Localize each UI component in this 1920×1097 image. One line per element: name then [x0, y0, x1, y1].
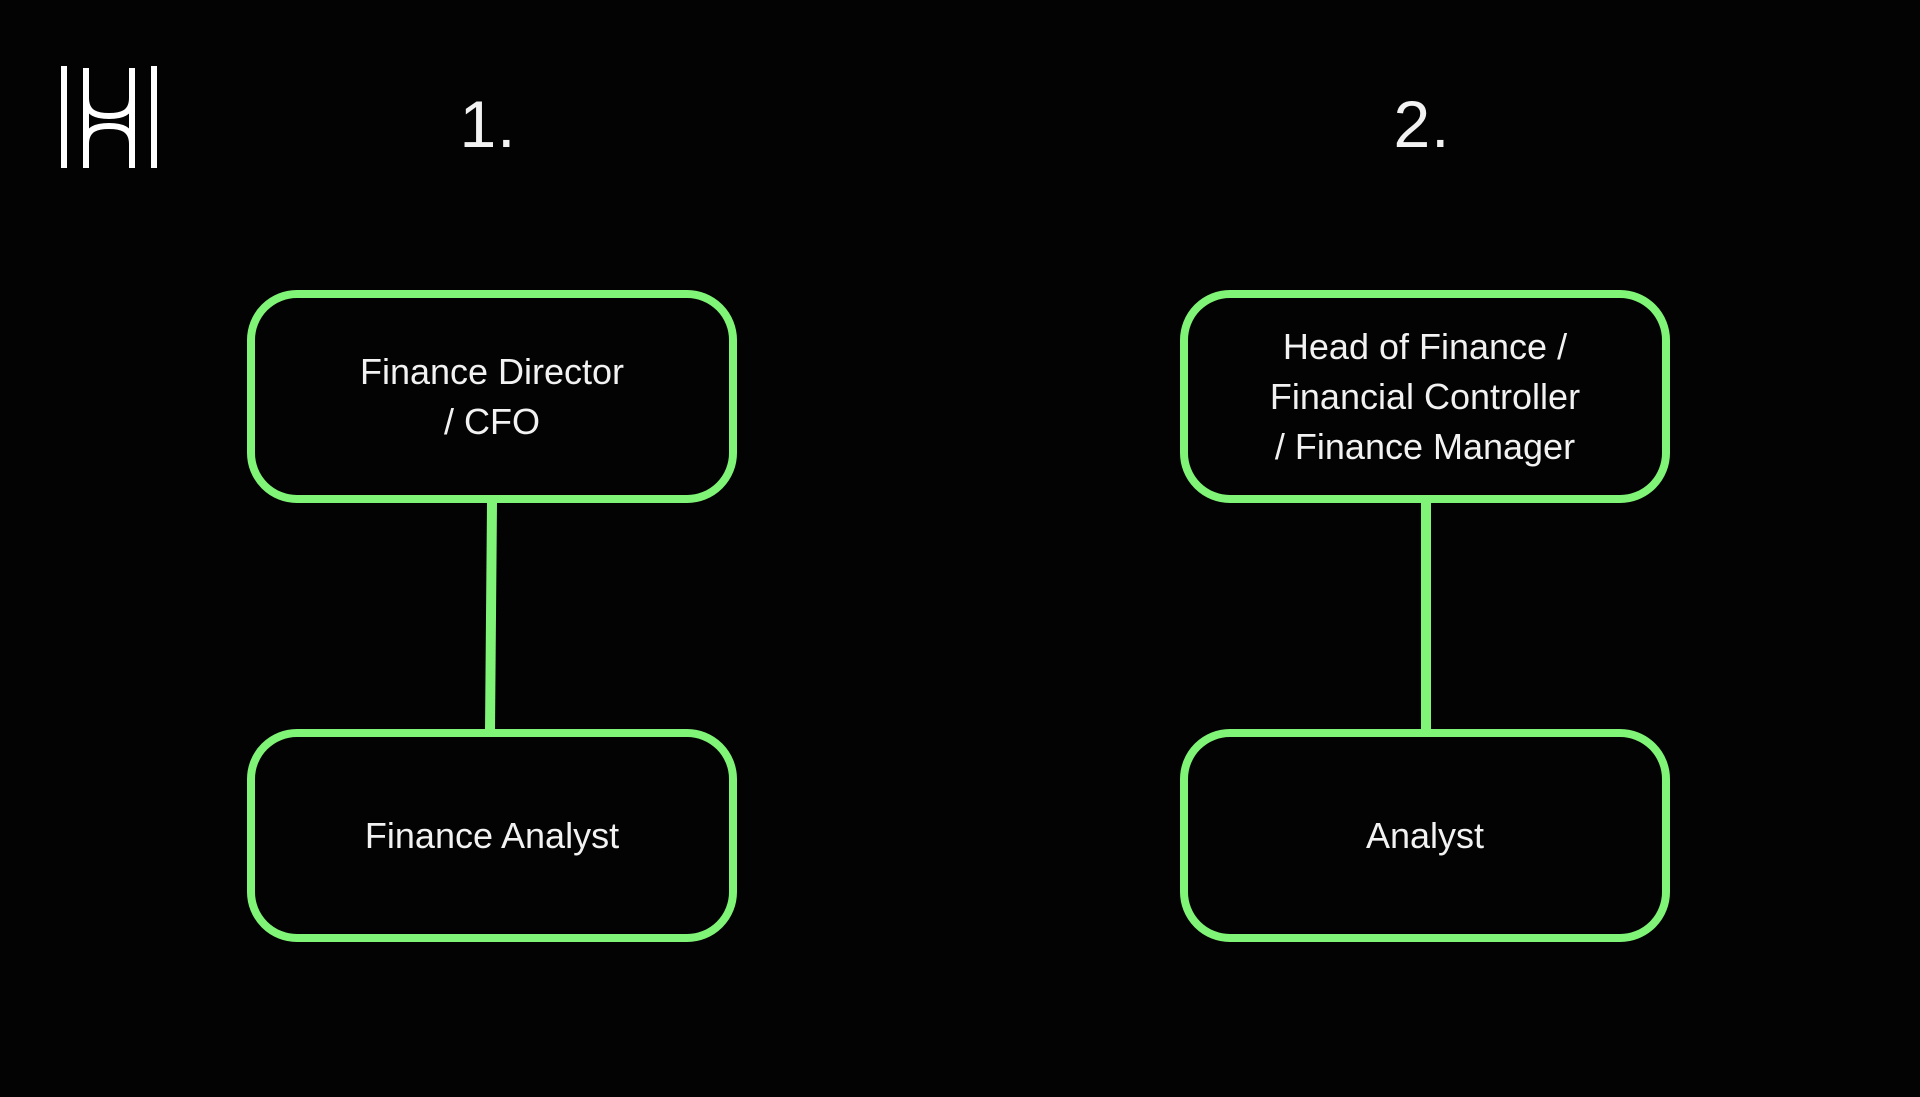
structure-2-number: 2.	[1393, 87, 1451, 161]
structure-1-number: 1.	[459, 87, 517, 161]
structure-1-top-role-box: Finance Director / CFO	[247, 290, 737, 503]
structure-1-top-role-label: Finance Director / CFO	[360, 347, 624, 447]
structure-2-bottom-role-box: Analyst	[1180, 729, 1670, 942]
structure-2-bottom-role-line-1: Analyst	[1365, 814, 1485, 856]
structure-1-top-role-line-2: / CFO	[444, 400, 540, 442]
structure-2-top-role-line-1: Head of Finance /	[1282, 325, 1568, 367]
structure-2-top-role-box: Head of Finance / Financial Controller /…	[1180, 290, 1670, 503]
company-logo	[60, 64, 158, 170]
structure-1-top-role-line-1: Finance Director	[359, 350, 625, 392]
structure-1-bottom-role-label: Finance Analyst	[365, 811, 619, 861]
structure-2-bottom-role-label: Analyst	[1366, 811, 1484, 861]
structure-1-connector	[485, 502, 497, 731]
structure-1-bottom-role-box: Finance Analyst	[247, 729, 737, 942]
structure-2-top-role-line-2: Financial Controller	[1269, 375, 1581, 417]
structure-1-bottom-role-line-1: Finance Analyst	[364, 814, 620, 856]
h-logo-icon	[61, 66, 157, 168]
structure-2-top-role-label: Head of Finance / Financial Controller /…	[1270, 322, 1580, 472]
structure-2-top-role-line-3: / Finance Manager	[1274, 425, 1576, 467]
